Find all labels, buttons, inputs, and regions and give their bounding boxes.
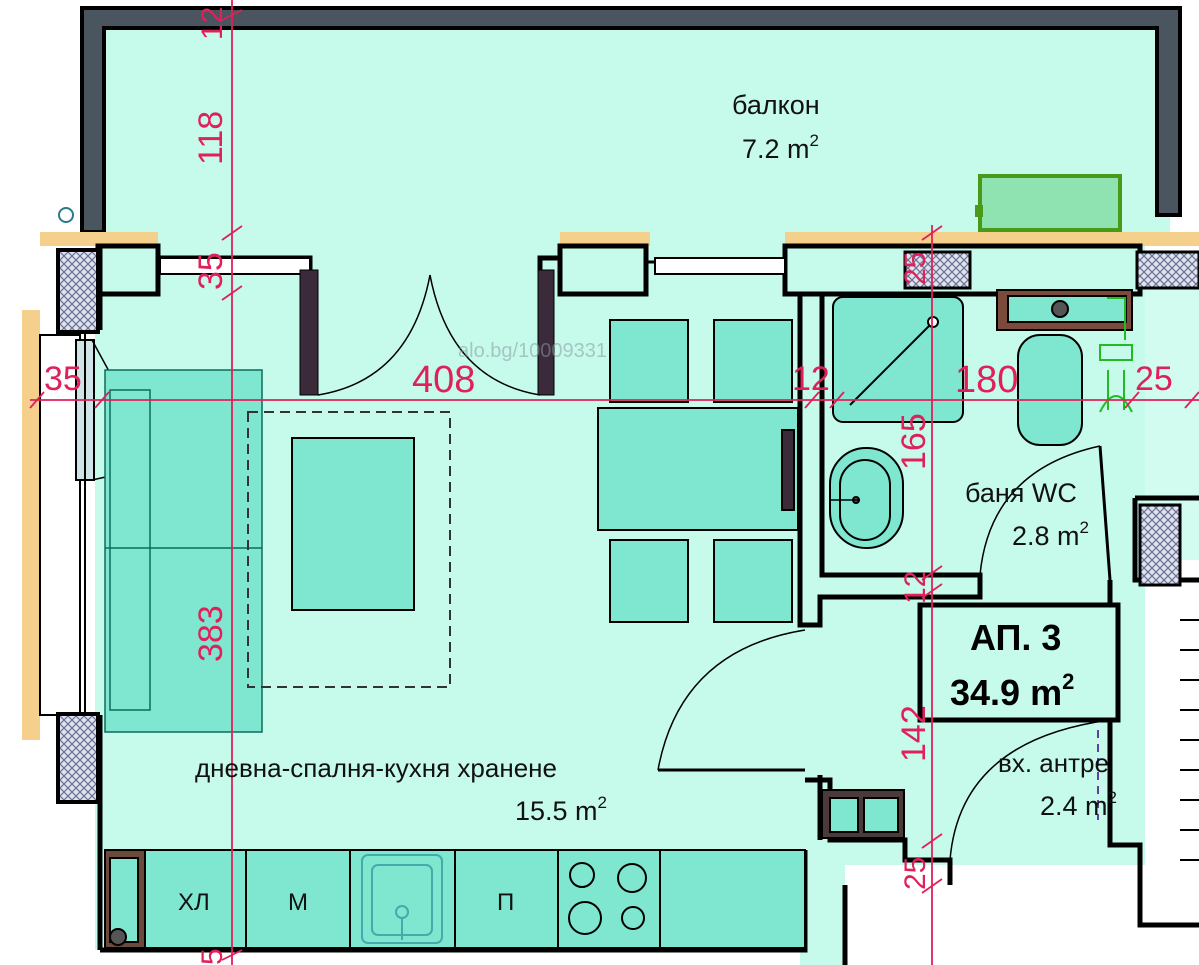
chair-icon — [713, 319, 793, 403]
balcony-cabinet — [975, 174, 1122, 232]
chair-icon — [609, 319, 689, 403]
dim-wall-12-h: 12 — [792, 360, 830, 398]
living-name: дневна-спалня-кухня хранене — [195, 753, 557, 783]
dim-bottom-5: 5 — [196, 948, 229, 965]
kitchen-label-washer: П — [497, 889, 514, 916]
balcony-door — [159, 257, 786, 396]
door-swing-icon — [657, 629, 806, 771]
sill-left-side — [22, 310, 40, 740]
stove-icon — [568, 862, 647, 935]
stair-lines — [1180, 619, 1199, 861]
dim-bath-depth: 165 — [895, 413, 933, 470]
balcony-name: балкон — [732, 90, 820, 120]
dining-set — [597, 319, 799, 623]
kitchen-label-dishwasher: М — [288, 889, 308, 916]
room-labels: балкон 7.2 m2 баня WC 2.8 m2 дневна-спал… — [178, 90, 1117, 916]
kitchen-counter — [104, 849, 806, 949]
dim-wall-12-v: 12 — [899, 571, 932, 604]
kitchen-label-fridge: ХЛ — [178, 889, 210, 916]
table-icon — [597, 407, 799, 531]
balcony-walls — [58, 6, 1182, 234]
entrance-area: 2.4 m2 — [1040, 788, 1117, 821]
window-sills — [22, 232, 1199, 740]
bathroom-area: 2.8 m2 — [1012, 518, 1089, 551]
corner-marker — [58, 207, 74, 223]
dim-room-depth: 383 — [192, 605, 230, 662]
bathroom-fixtures — [829, 289, 1133, 581]
rug-outline — [247, 411, 451, 688]
entrance-door — [657, 629, 1111, 861]
living-area: 15.5 m2 — [515, 793, 607, 826]
dimension-lines — [29, 0, 1199, 965]
hatched-columns — [56, 248, 1199, 804]
balcony-area: 7.2 m2 — [742, 131, 819, 164]
toilet-icon — [1017, 334, 1083, 446]
apartment-label-box — [917, 602, 1121, 723]
sill-right — [785, 232, 1199, 246]
door-swing-icon — [317, 274, 431, 396]
dim-wall-25-v-top: 25 — [899, 252, 932, 285]
dim-wall-25-h: 25 — [1135, 360, 1173, 398]
apartment-area: 34.9 m2 — [950, 669, 1074, 713]
door-swing-icon — [949, 719, 1111, 861]
dim-wall-35-v: 35 — [192, 252, 230, 290]
chair-icon — [609, 539, 689, 623]
watermark: alo.bg/10009331 — [458, 340, 607, 362]
living-furniture — [104, 369, 451, 733]
hall-cabinet — [821, 789, 905, 839]
chair-icon — [713, 539, 793, 623]
dim-wall-25-v-bottom: 25 — [899, 857, 932, 890]
balcony-wall-outline — [80, 6, 1182, 234]
dim-top-12: 12 — [196, 7, 229, 40]
door-swing-icon — [979, 445, 1101, 576]
dim-balcony-depth: 118 — [192, 111, 230, 165]
sill-mid — [560, 232, 650, 246]
entrance-name: вх. антре — [998, 748, 1109, 778]
sill-left-top — [40, 232, 158, 246]
coffee-table-icon — [291, 437, 415, 611]
dim-wall-35-h: 35 — [44, 360, 82, 398]
dim-hall-depth: 142 — [895, 705, 933, 762]
dim-bath-width: 180 — [955, 359, 1018, 401]
dimension-texts: 12 118 35 383 5 35 408 12 180 25 25 165 … — [44, 7, 1173, 965]
sink-icon — [361, 854, 443, 944]
bathroom-name: баня WC — [965, 478, 1077, 508]
apartment-title: АП. 3 — [970, 617, 1061, 658]
dim-room-width: 408 — [412, 359, 475, 401]
